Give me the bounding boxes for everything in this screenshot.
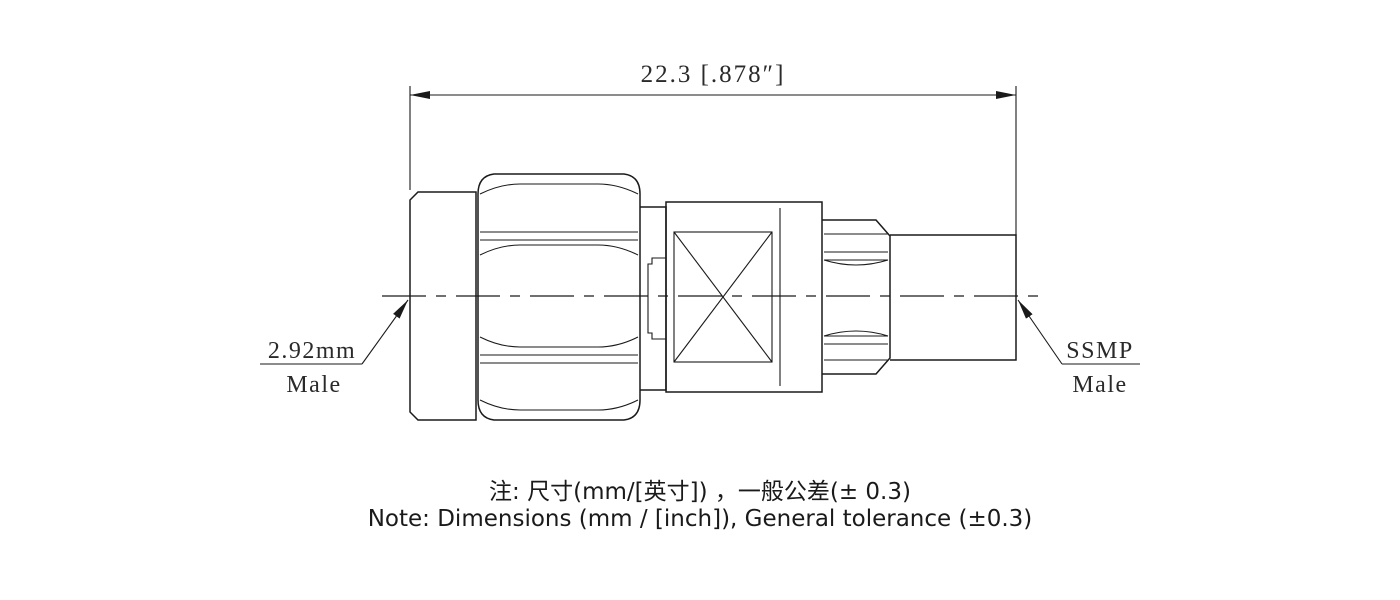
ssmp-hex (822, 219, 891, 375)
left-connector-type: 2.92mm (268, 338, 356, 364)
note-english: Note: Dimensions (mm / [inch]), General … (367, 506, 1033, 532)
left-connector-callout: 2.92mm Male (260, 299, 409, 398)
left-leader-line (361, 299, 409, 365)
neck-flange (640, 206, 667, 391)
overall-length-dimension: 22.3 [.878″] (409, 61, 1017, 235)
ssmp-interface (890, 234, 1017, 361)
note-chinese: 注: 尺寸(mm/[英寸]) ，一般公差(± 0.3) (489, 479, 911, 505)
right-connector-callout: SSMP Male (1017, 299, 1140, 398)
right-connector-gender: Male (1072, 372, 1127, 398)
left-connector-gender: Male (286, 372, 341, 398)
right-connector-type: SSMP (1066, 338, 1133, 364)
connector-292mm-body (409, 191, 477, 421)
length-label: 22.3 [.878″] (641, 61, 786, 88)
hex-nut (477, 173, 641, 421)
wrench-flat-body (665, 201, 823, 393)
right-leader-line (1017, 299, 1063, 365)
